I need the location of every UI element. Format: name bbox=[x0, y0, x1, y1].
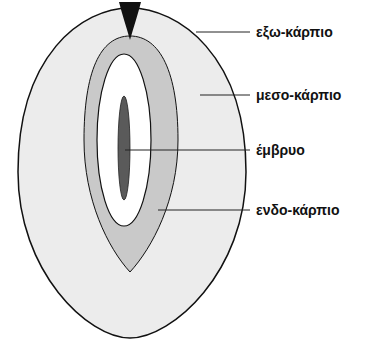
leader-line bbox=[125, 150, 250, 151]
leader-line bbox=[158, 210, 250, 211]
leader-lines bbox=[125, 32, 250, 210]
part-label: έμβρυο bbox=[256, 141, 305, 159]
seed-cavity bbox=[97, 54, 151, 226]
part-label: εξω-κάρπιο bbox=[256, 23, 333, 41]
exocarp-outline bbox=[18, 8, 246, 338]
leader-line bbox=[196, 32, 250, 33]
embryo-shape bbox=[118, 96, 130, 200]
part-label: μεσο-κάρπιο bbox=[256, 86, 341, 104]
stalk-mark bbox=[119, 2, 141, 40]
leader-line bbox=[200, 95, 250, 96]
part-label: ενδο-κάρπιο bbox=[256, 201, 340, 219]
endocarp-shape bbox=[84, 36, 178, 272]
